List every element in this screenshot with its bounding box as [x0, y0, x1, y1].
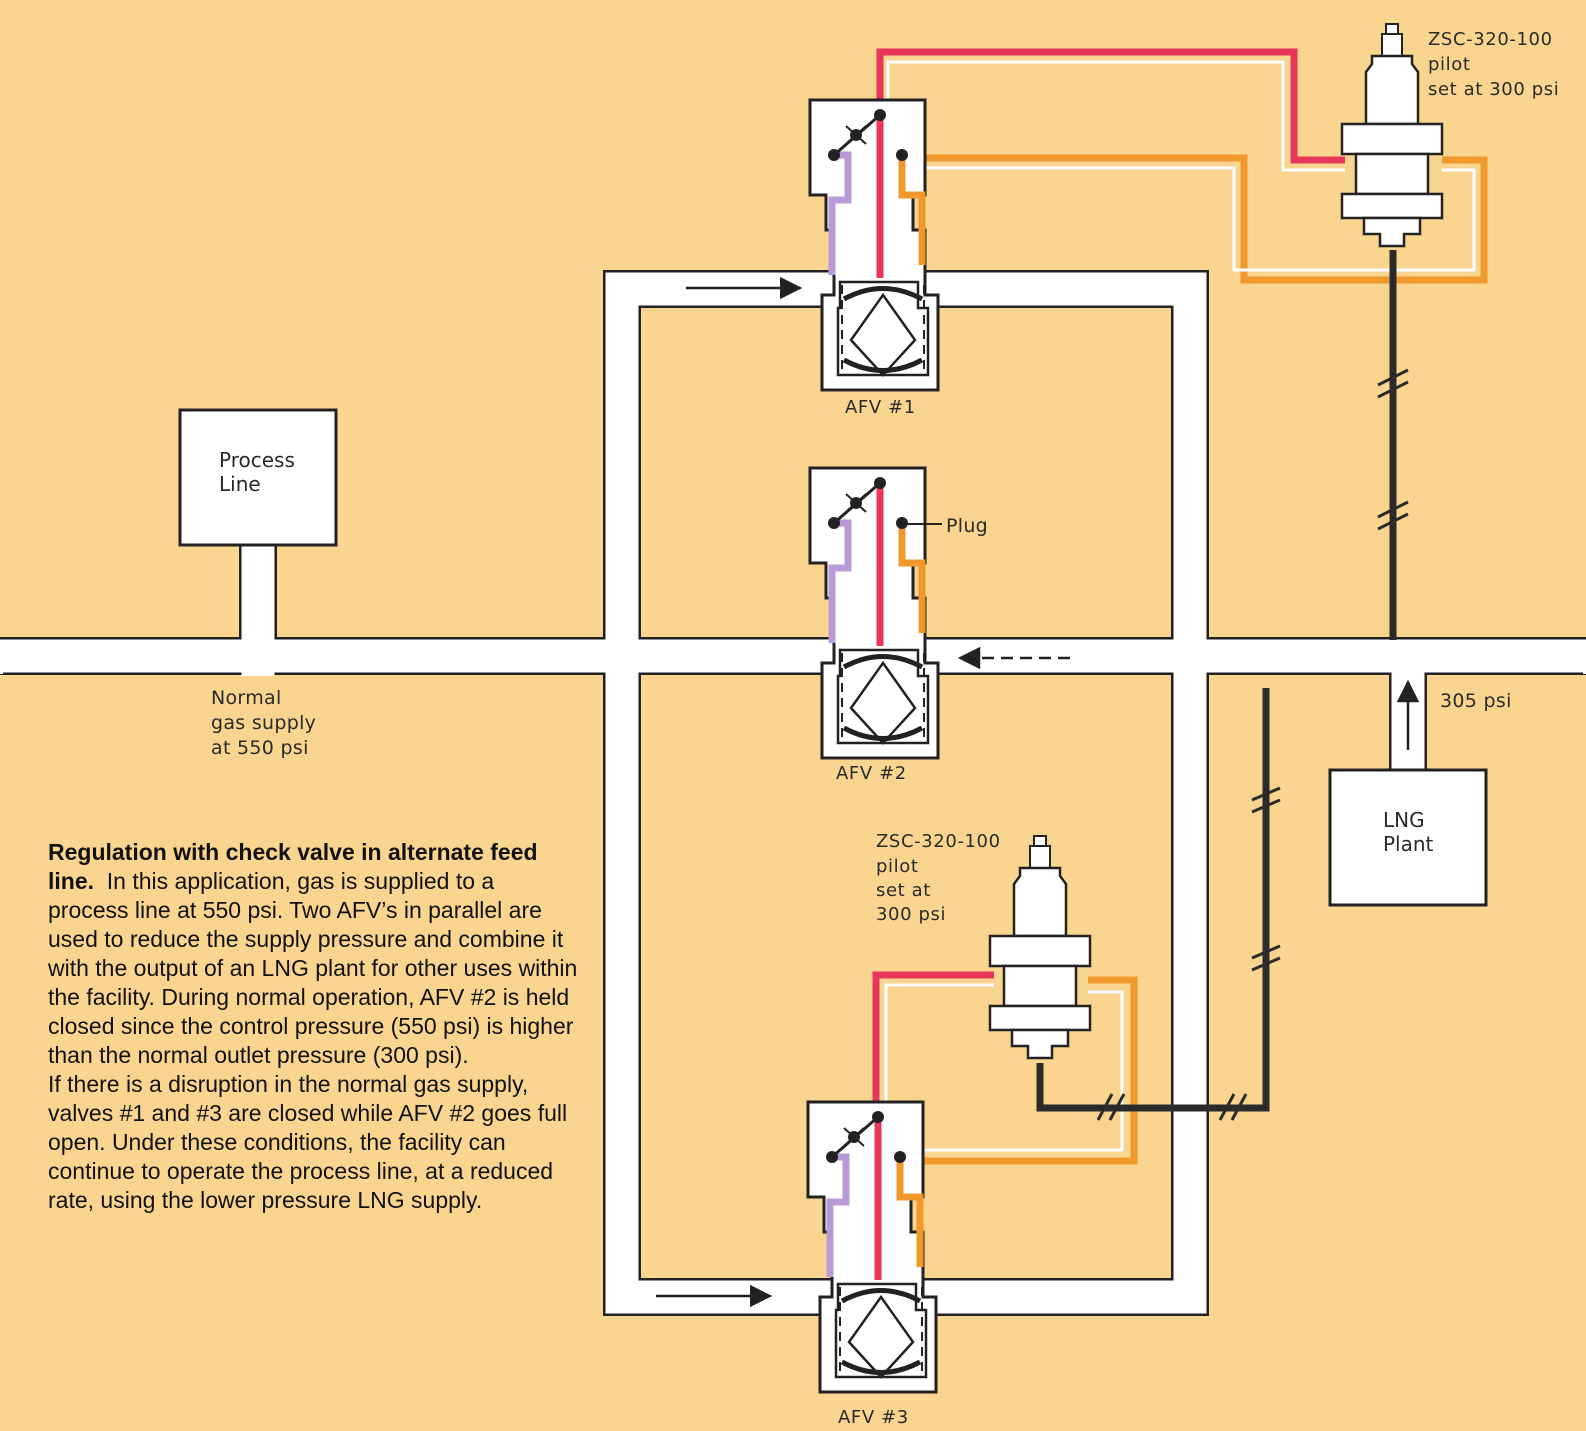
caption: Regulation with check valve in alternate…: [48, 838, 578, 1215]
plug-label: Plug: [946, 515, 988, 537]
afv2-valve: [810, 468, 938, 758]
normal-supply-label-line2: gas supply: [211, 712, 316, 734]
pilot-bottom-label-line2: pilot: [876, 856, 919, 877]
caption-paragraph-2: If there is a disruption in the normal g…: [48, 1070, 578, 1215]
lng-plant-label-line2: Plant: [1383, 832, 1434, 856]
pilot-bottom-label-line4: 300 psi: [876, 904, 946, 925]
pilot-bottom-label-line3: set at: [876, 880, 931, 901]
process-line-box: [178, 408, 338, 547]
caption-title: Regulation with check valve in alternate…: [48, 839, 538, 894]
process-line-label-line2: Line: [219, 472, 261, 496]
pilot-bottom-label-line1: ZSC-320-100: [876, 831, 1001, 852]
pilot-top-label-line1: ZSC-320-100: [1428, 29, 1553, 50]
afv2-label: AFV #2: [836, 763, 907, 784]
normal-supply-label-line3: at 550 psi: [211, 737, 309, 759]
afv3-label: AFV #3: [838, 1407, 909, 1428]
pilot-top-label-line2: pilot: [1428, 54, 1471, 75]
lng-pressure-label: 305 psi: [1440, 690, 1512, 712]
lng-plant-box: [1328, 768, 1488, 907]
afv3-valve: [808, 1102, 936, 1392]
top-pilot-lines: [876, 48, 1488, 640]
pilot-top-label-line3: set at 300 psi: [1428, 79, 1559, 100]
afv1-valve: [810, 100, 938, 390]
caption-paragraph-1: Regulation with check valve in alternate…: [48, 838, 578, 1070]
bottom-pilot-lines: [872, 688, 1281, 1165]
afv1-label: AFV #1: [845, 397, 916, 418]
caption-text-1: In this application, gas is supplied to …: [48, 868, 578, 1068]
lng-plant-label-line1: LNG: [1383, 808, 1425, 832]
process-line-label-line1: Process: [219, 448, 295, 472]
normal-supply-label-line1: Normal: [211, 687, 282, 709]
caption-text-2: If there is a disruption in the normal g…: [48, 1071, 568, 1213]
